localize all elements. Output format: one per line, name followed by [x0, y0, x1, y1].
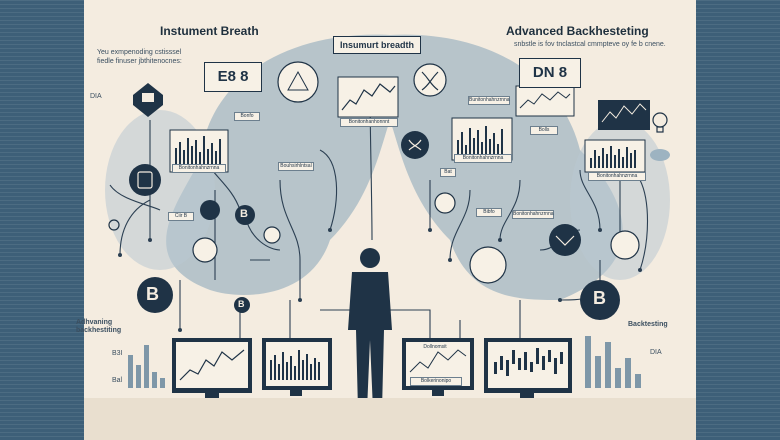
right-title: Advanced Backhesteting — [506, 24, 649, 38]
center-top-label: Insumurt breadth — [333, 36, 421, 54]
right-side-panel — [696, 0, 780, 440]
left-axis-label: B3I — [112, 350, 123, 357]
e1-tag: Bat — [440, 168, 456, 177]
center-chart-caption: Bonitonhanhonnnt — [340, 118, 398, 127]
chart-left-label: Bonfo — [234, 112, 260, 121]
right-chart-caption: Bonitonhahnzrnna — [454, 154, 512, 163]
bitcoin-icon: B — [240, 208, 248, 220]
left-subtitle-line1: Yeu exmpenoding cstisssel — [97, 49, 182, 56]
left-title: Instument Breath — [160, 24, 259, 38]
right-code-panel: DN 8 — [519, 58, 581, 88]
monitor-title: Dollnomsit — [423, 344, 447, 350]
right-tag: Bonitonhahnzrnna — [512, 210, 554, 219]
left-axis-label-2: Bal — [112, 377, 123, 384]
left-circle-label: Ciir B — [168, 212, 194, 221]
left-subtitle-line2: fiedle finuser jbthitenocnes: — [97, 58, 182, 65]
bitcoin-icon: B — [146, 284, 159, 304]
cog-icon — [108, 219, 120, 231]
bank-icon — [133, 83, 163, 117]
left-side-note: DIA — [90, 93, 102, 100]
left-code-panel: E8 8 — [204, 62, 262, 92]
right-axis-label: DIA — [650, 349, 662, 356]
monitor-caption: Bolkerinonipo — [410, 377, 462, 386]
bitcoin-icon: B — [238, 299, 245, 309]
left-bottom-note-2: backhestiting — [76, 327, 122, 334]
bitcoin-icon: B — [593, 288, 606, 308]
right-bottom-note: Backtesting — [628, 321, 668, 328]
right-mid-label: Bolls — [530, 126, 558, 135]
right-bars-caption: Bunitonhahnzrnna — [468, 96, 510, 105]
lightbulb-icon — [652, 112, 668, 133]
left-bottom-note-1: Adhvaning — [76, 319, 113, 326]
chart-left-caption: Bonitonhahnzrnna — [172, 164, 226, 173]
right-small-tag: Bibfo — [476, 208, 502, 217]
monitor-icon — [172, 338, 252, 399]
far-right-caption: Bonitonhahnzrnna — [588, 172, 646, 181]
right-subtitle: snbstle is fov tnclastcal cmmpteve oy fe… — [514, 41, 666, 48]
left-side-panel — [0, 0, 84, 440]
person-icon — [348, 248, 392, 410]
r2-tag: Bouhsirhlntsal — [278, 162, 314, 171]
cloud-icon — [650, 149, 670, 161]
